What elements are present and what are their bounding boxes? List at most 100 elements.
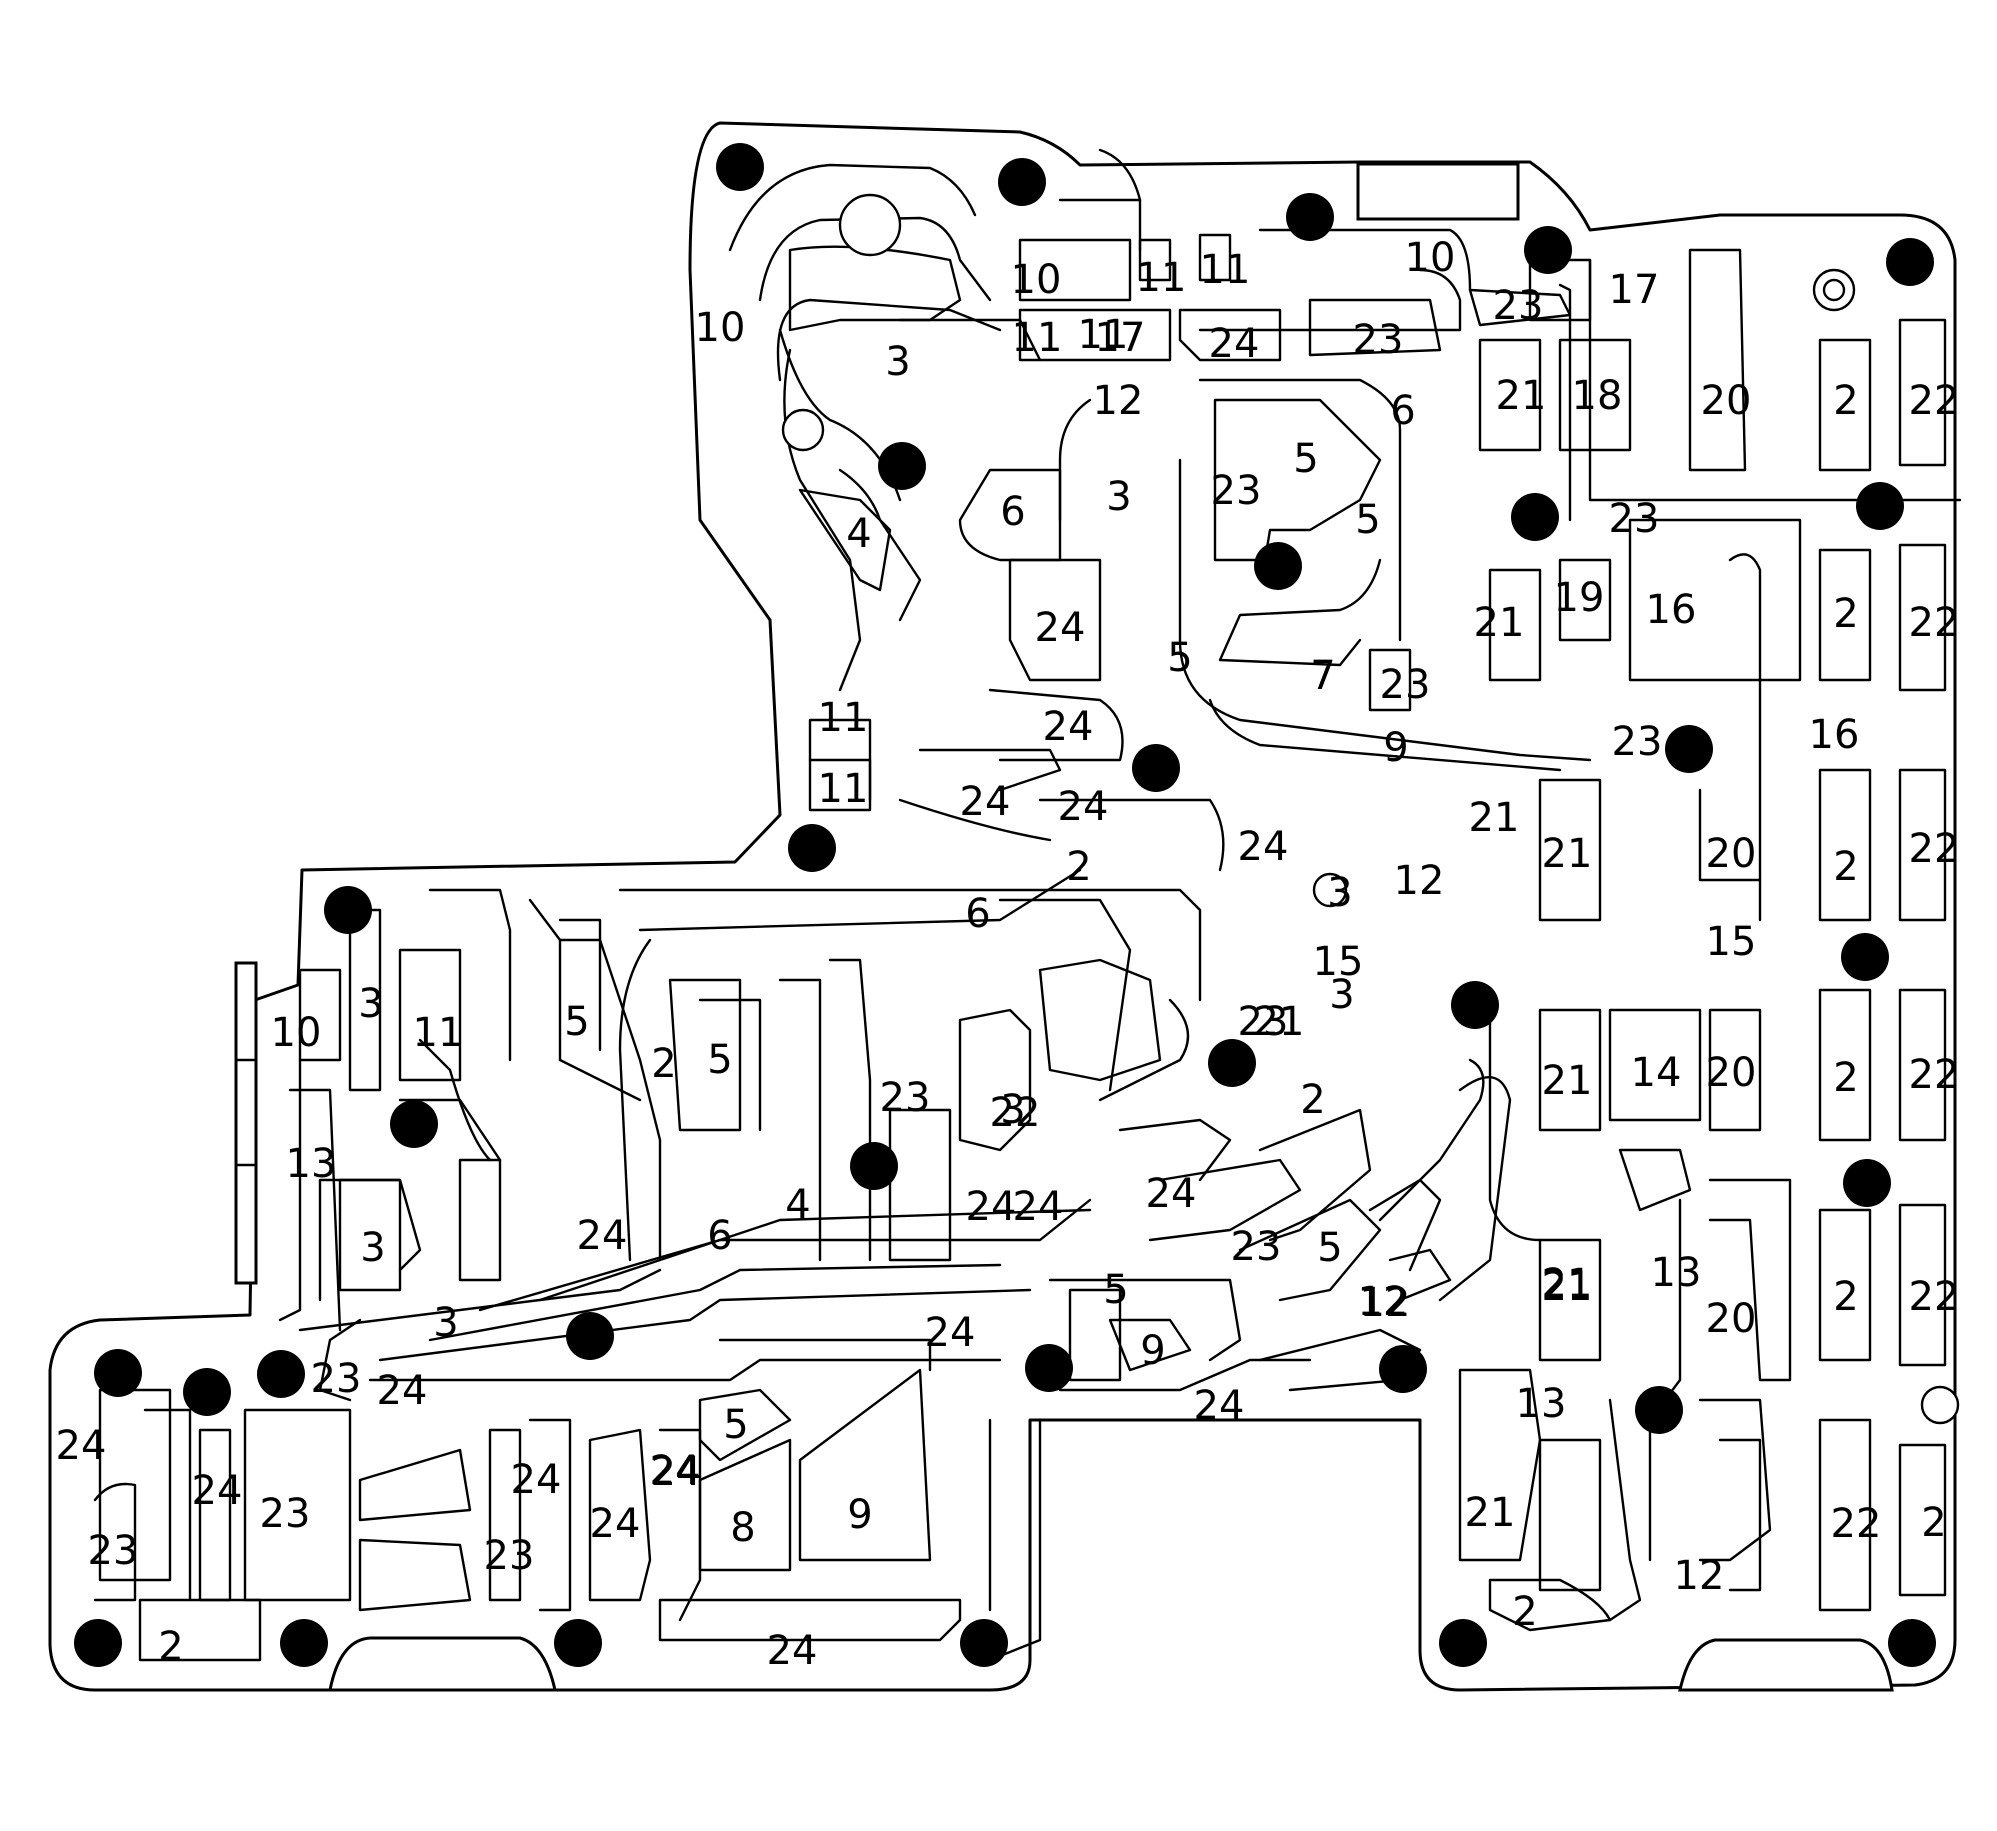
- callout-label: 23: [1238, 999, 1289, 1045]
- body-outline: [48, 121, 1957, 1692]
- callout-label: 5: [723, 1402, 748, 1448]
- callout-label: 5: [1355, 497, 1380, 543]
- callout-label: 9: [1140, 1328, 1165, 1374]
- callout-label: 16: [1809, 712, 1860, 758]
- passage-network: [93, 148, 1962, 1662]
- top-tab: [1356, 162, 1520, 221]
- callout-label: 5: [564, 999, 589, 1045]
- callout-label: 23: [311, 1356, 362, 1402]
- callout-label: 6: [965, 891, 990, 937]
- callout-label: 22: [1831, 1501, 1882, 1547]
- callout-label: 21: [1474, 600, 1525, 646]
- callout-label: 5: [707, 1037, 732, 1083]
- callout-label: 16: [1646, 587, 1697, 633]
- callout-label: 19: [1554, 575, 1605, 621]
- callout-label: 17: [1095, 315, 1146, 361]
- callout-label: 5: [1293, 436, 1318, 482]
- callout-label: 24: [1146, 1171, 1197, 1217]
- callout-label: 24: [966, 1184, 1017, 1230]
- callout-label: 23: [260, 1491, 311, 1537]
- callout-label: 3: [360, 1225, 385, 1271]
- callout-label: 3: [1329, 972, 1354, 1018]
- callout-label: 24: [1043, 704, 1094, 750]
- callout-label: 3: [885, 339, 910, 385]
- callout-label: 3: [1106, 474, 1131, 520]
- callout-label: 22: [1909, 600, 1960, 646]
- callout-label: 23: [1380, 662, 1431, 708]
- callout-label: 20: [1706, 831, 1757, 877]
- bottom-tab-left: [328, 1636, 557, 1692]
- callout-label: 2: [1833, 1055, 1858, 1101]
- callout-label: 23: [1231, 1224, 1282, 1270]
- callout-label: 24: [1238, 824, 1289, 870]
- callout-label: 13: [286, 1141, 337, 1187]
- callout-label: 3: [1327, 870, 1352, 916]
- callout-label: 24: [577, 1213, 628, 1259]
- callout-label: 24: [192, 1468, 243, 1514]
- callout-label: 10: [271, 1010, 322, 1056]
- callout-label: 24: [960, 779, 1011, 825]
- callout-label: 24: [1209, 321, 1260, 367]
- callout-label: 6: [1390, 388, 1415, 434]
- callout-label: 12: [1394, 858, 1445, 904]
- callout-label: 17: [1609, 267, 1660, 313]
- callout-label: 12: [1093, 378, 1144, 424]
- callout-label: 12: [1360, 1280, 1411, 1326]
- callout-label: 11: [1136, 255, 1187, 301]
- callout-label: 4: [785, 1182, 810, 1228]
- callout-label: 21: [1465, 1490, 1516, 1536]
- callout-label: 24: [377, 1368, 428, 1414]
- bottom-tab-right: [1678, 1638, 1894, 1692]
- callout-label: 24: [1013, 1184, 1064, 1230]
- left-tab: [234, 961, 258, 1285]
- callout-label: 15: [1706, 919, 1757, 965]
- callout-label: 24: [1035, 605, 1086, 651]
- callout-label: 24: [650, 1448, 701, 1494]
- callout-label: 2: [1833, 1274, 1858, 1320]
- callout-label: 2: [1921, 1500, 1946, 1546]
- callout-label: 4: [846, 511, 871, 557]
- callout-label: 23: [1609, 496, 1660, 542]
- callout-label: 23: [880, 1075, 931, 1121]
- callout-label: 2: [651, 1041, 676, 1087]
- callout-label: 23: [88, 1528, 139, 1574]
- callout-label: 24: [767, 1628, 818, 1674]
- callout-label: 8: [730, 1505, 755, 1551]
- callout-label: 20: [1701, 378, 1752, 424]
- callout-label: 22: [1909, 826, 1960, 872]
- callout-label: 23: [1493, 283, 1544, 329]
- callout-label: 21: [1542, 1264, 1593, 1310]
- callout-label: 23: [484, 1533, 535, 1579]
- callout-label: 11: [413, 1010, 464, 1056]
- callout-label: 5: [1317, 1225, 1342, 1271]
- callout-label: 3: [358, 981, 383, 1027]
- callout-label: 21: [1542, 1261, 1593, 1307]
- callout-label: 24: [651, 1449, 702, 1495]
- callout-label: 21: [1496, 373, 1547, 419]
- callout-label: 10: [1011, 257, 1062, 303]
- callout-label: 2: [158, 1624, 183, 1670]
- callout-label: 24: [925, 1310, 976, 1356]
- callout-label: 13: [1516, 1381, 1567, 1427]
- callout-label: 12: [1358, 1279, 1409, 1325]
- callout-label: 9: [1383, 725, 1408, 771]
- callout-label: 23: [1612, 719, 1663, 765]
- callout-label: 24: [590, 1501, 641, 1547]
- callout-label: 2: [1512, 1589, 1537, 1635]
- callout-label: 18: [1572, 373, 1623, 419]
- callout-label: 9: [847, 1492, 872, 1538]
- callout-label: 7: [1310, 653, 1335, 699]
- callout-label: 2: [1066, 844, 1091, 890]
- callout-label: 21: [1542, 831, 1593, 877]
- callout-label: 10: [1405, 235, 1456, 281]
- callout-label: 22: [1909, 1274, 1960, 1320]
- callout-label: 6: [1000, 489, 1025, 535]
- callout-label: 23: [1211, 468, 1262, 514]
- callout-label: 22: [990, 1090, 1041, 1136]
- callout-label: 24: [511, 1457, 562, 1503]
- holes: [781, 193, 1960, 1425]
- callout-label: 13: [1651, 1250, 1702, 1296]
- callout-label: 20: [1706, 1050, 1757, 1096]
- callout-label: 2: [1833, 591, 1858, 637]
